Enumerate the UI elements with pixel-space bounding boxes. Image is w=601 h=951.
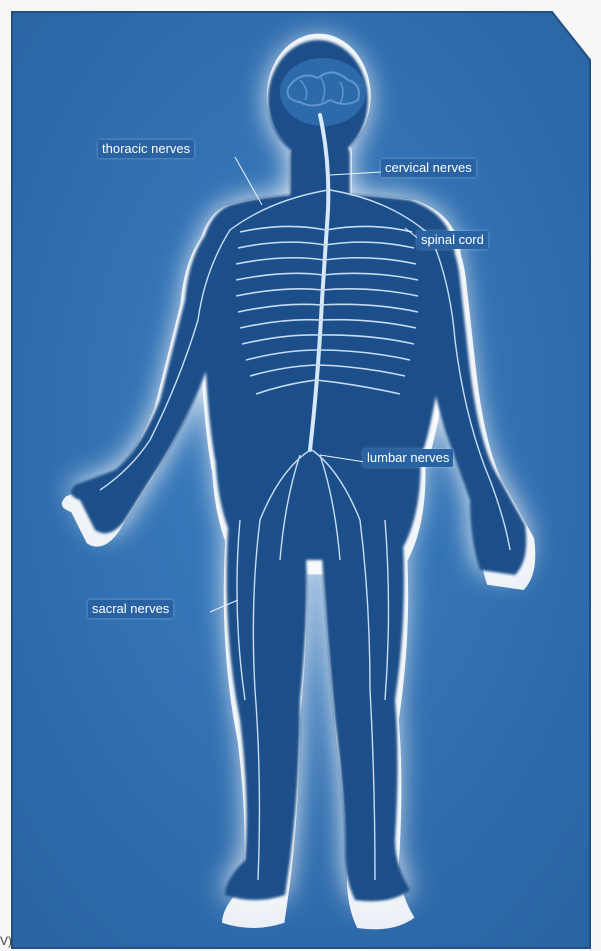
label-thoracic-nerves: thoracic nerves — [98, 140, 194, 158]
label-lumbar-nerves: lumbar nerves — [363, 449, 453, 467]
label-spinal-cord: spinal cord — [417, 231, 488, 249]
brain-illustration — [280, 58, 366, 126]
label-cervical-nerves: cervical nerves — [381, 159, 476, 177]
corner-text: V) — [0, 934, 12, 948]
label-sacral-nerves: sacral nerves — [88, 600, 173, 618]
